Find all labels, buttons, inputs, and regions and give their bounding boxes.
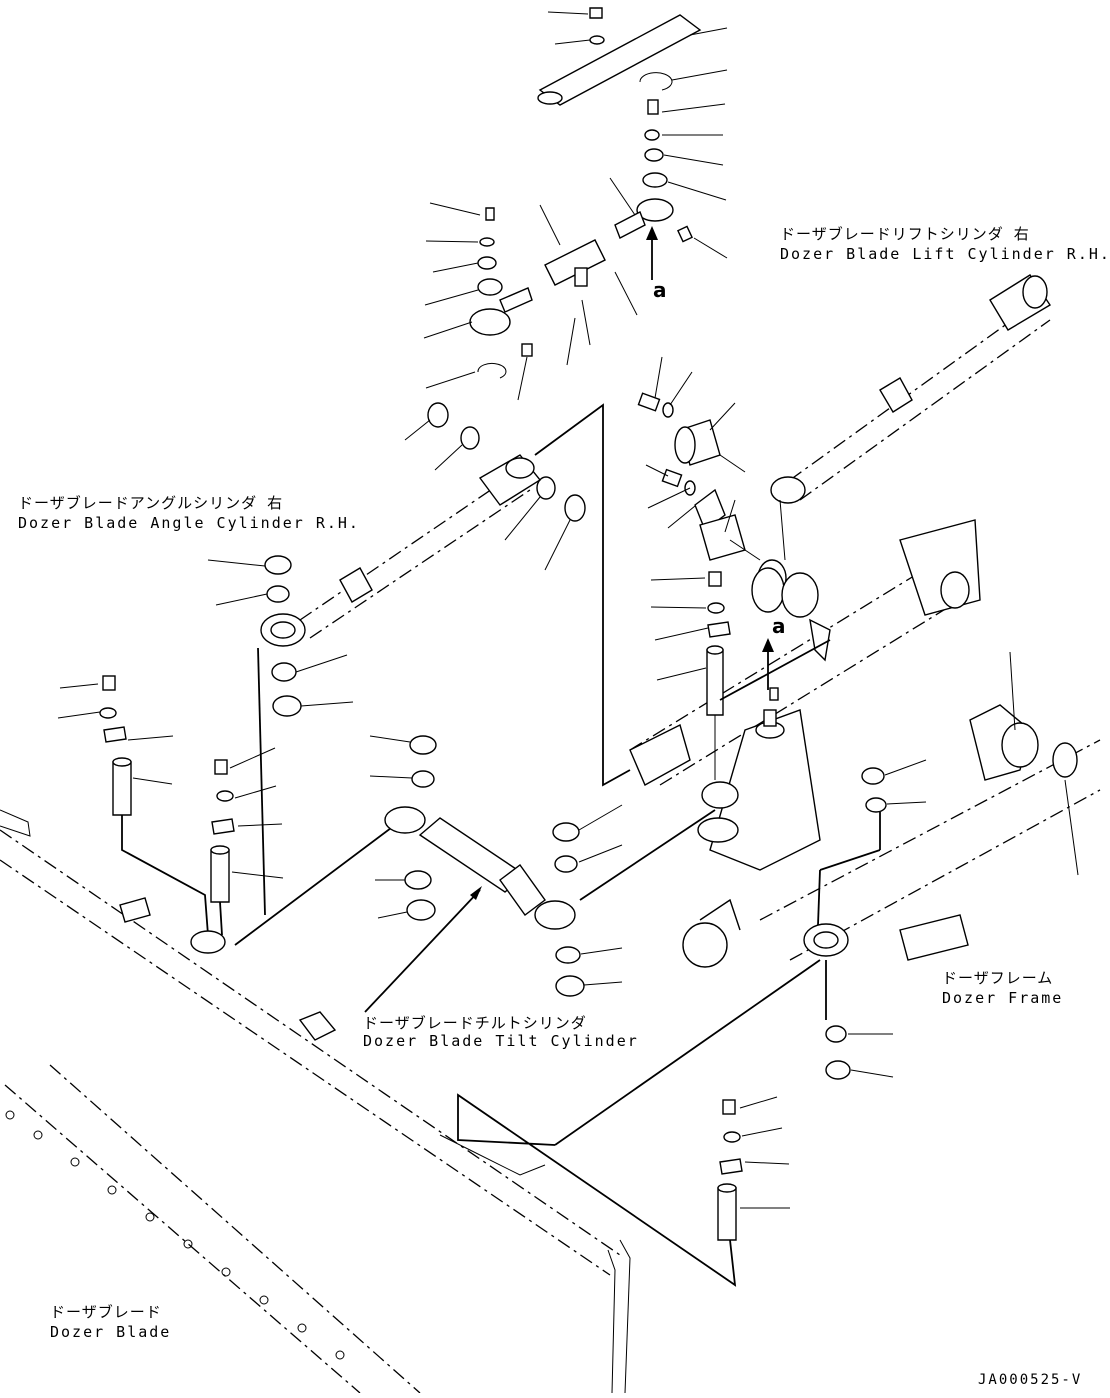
tilt-cylinder <box>364 735 623 1013</box>
angle-cylinder <box>207 454 542 916</box>
left-pin-group <box>57 675 284 954</box>
view-marker-a-bottom: a <box>772 614 786 638</box>
view-marker-a-top: a <box>653 278 667 302</box>
bottom-pin-group <box>457 923 894 1287</box>
frame-label-jp: ドーザフレーム <box>942 969 1054 987</box>
lift-pin-group <box>637 392 787 597</box>
leader-lines-lift <box>645 356 736 533</box>
blade-label-jp: ドーザブレード <box>50 1303 162 1321</box>
dozer-blade <box>0 809 631 1394</box>
blade-label-en: Dozer Blade <box>50 1323 172 1341</box>
assembly-lines <box>234 403 831 1146</box>
leader-lines-top <box>404 11 728 571</box>
view-arrow-bottom <box>762 638 774 690</box>
lift-cylinder-label-jp: ドーザブレードリフトシリンダ 右 <box>780 225 1030 243</box>
frame-pin-group <box>650 571 927 871</box>
frame-label-en: Dozer Frame <box>942 989 1064 1007</box>
top-bracket-group <box>427 7 702 522</box>
tilt-cylinder-label-en: Dozer Blade Tilt Cylinder <box>363 1032 639 1050</box>
lift-cylinder <box>770 274 1051 561</box>
dozer-frame <box>629 519 1101 968</box>
view-arrow-top <box>646 226 658 280</box>
drawing-code: JA000525-V <box>978 1372 1083 1388</box>
lift-cylinder-label-en: Dozer Blade Lift Cylinder R.H. <box>780 245 1110 263</box>
angle-cylinder-label-jp: ドーザブレードアングルシリンダ 右 <box>18 494 284 512</box>
tilt-cylinder-label-jp: ドーザブレードチルトシリンダ <box>363 1014 587 1032</box>
angle-cylinder-label-en: Dozer Blade Angle Cylinder R.H. <box>18 514 360 532</box>
